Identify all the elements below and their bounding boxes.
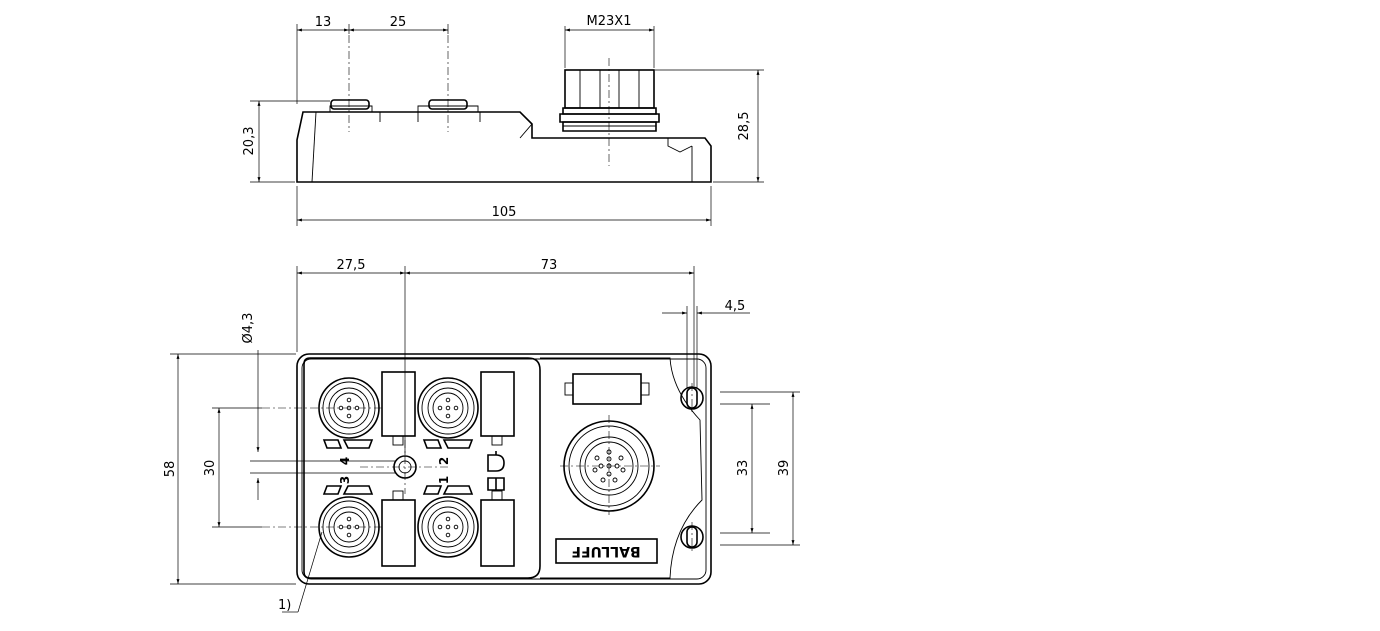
dim-hole-span: 73 — [541, 258, 558, 273]
m12-port-1 — [417, 496, 479, 558]
label-window-2 — [480, 371, 515, 437]
dim-port-spacing: 25 — [390, 15, 407, 30]
port-label-3: 3 — [338, 476, 352, 484]
dim-length: 105 — [492, 205, 517, 220]
label-window-1 — [480, 499, 515, 567]
power-symbol — [487, 451, 505, 491]
dim-hole-dia: Ø4,3 — [241, 313, 256, 344]
dim-width: 58 — [163, 461, 178, 478]
m23-connector-side — [559, 69, 660, 132]
led-indicators — [322, 439, 474, 495]
label-window-4 — [381, 371, 416, 437]
m12-port-2 — [417, 377, 479, 439]
dim-slot-width: 4,5 — [725, 299, 746, 314]
dim-hole-spacing-b: 39 — [777, 460, 792, 477]
side-port-1 — [330, 99, 370, 110]
port-label-2: 2 — [437, 457, 451, 465]
side-body-outline — [296, 111, 712, 183]
dim-port-offset: 13 — [315, 15, 332, 30]
dim-port-pitch: 30 — [203, 460, 218, 477]
side-view: 13 25 M23X1 20,3 28,5 105 — [242, 14, 764, 226]
dim-thread: M23X1 — [587, 14, 632, 29]
top-cover — [303, 357, 541, 579]
dim-hole-spacing-a: 33 — [736, 460, 751, 477]
dim-height-body: 20,3 — [242, 127, 257, 156]
brand-logo: BALLUFF — [555, 538, 658, 564]
top-view: 4 2 3 1 — [163, 258, 800, 613]
label-plate — [564, 373, 650, 405]
brand-text: BALLUFF — [571, 543, 640, 559]
label-window-3 — [381, 499, 416, 567]
top-body-outline — [296, 353, 712, 585]
callout-note: 1) — [278, 598, 291, 613]
port-label-1: 1 — [437, 476, 451, 484]
dim-height-total: 28,5 — [737, 112, 752, 141]
dim-hole-offset: 27,5 — [337, 258, 366, 273]
